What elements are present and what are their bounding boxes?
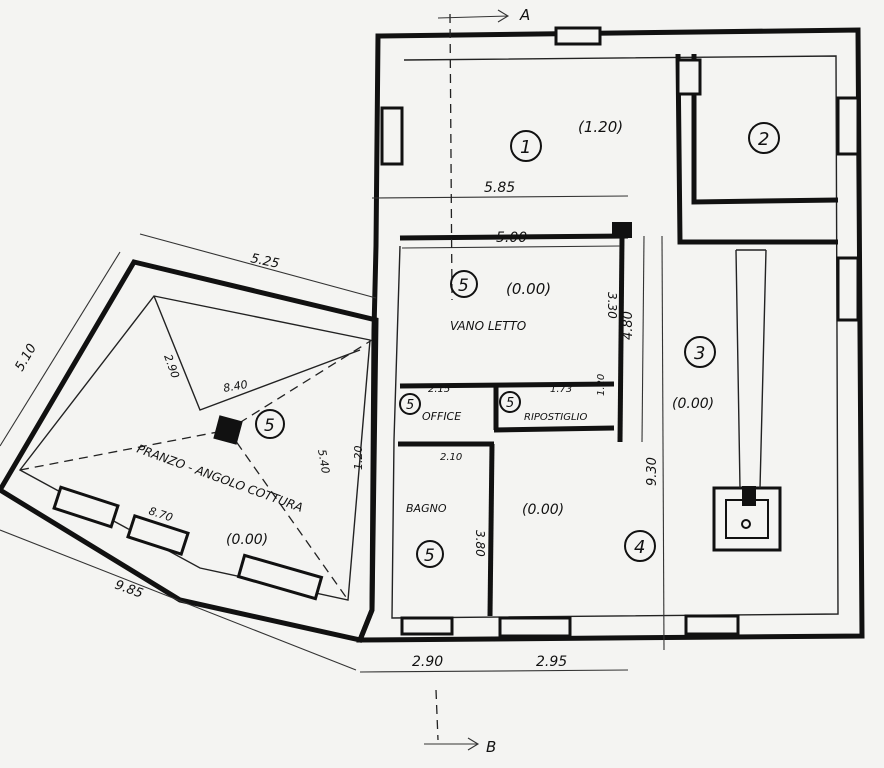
dim-line-525 — [139, 233, 377, 299]
section-b-label: B — [486, 738, 496, 756]
dim-line-930 — [661, 235, 665, 651]
dim-500: 5.00 — [496, 230, 527, 246]
central-column — [213, 415, 243, 445]
wall-room1-room2 — [675, 53, 838, 245]
vano-letto-level: (0.00) — [506, 280, 551, 298]
dim-330: 3.30 — [605, 292, 619, 319]
window-top — [554, 26, 602, 46]
bagno-circle — [416, 540, 444, 568]
room-4-level: (0.00) — [522, 502, 564, 518]
dim-930: 9.30 — [645, 457, 660, 486]
room-3-circle — [684, 336, 716, 368]
window-bottom-1 — [400, 616, 454, 636]
dim-line-bottom — [359, 669, 629, 673]
wall-room1-bottom — [399, 233, 629, 241]
dim-line-585 — [371, 195, 629, 199]
dim-525: 5.25 — [249, 251, 280, 272]
dining-ceiling-diagonal-3 — [227, 429, 349, 601]
window-bottom-3 — [684, 614, 740, 636]
exterior-wall-main-inner — [391, 55, 839, 619]
vano-letto-circle — [450, 270, 478, 298]
wall-vano-letto-right — [617, 237, 625, 443]
section-arrow-a — [437, 9, 510, 23]
window-dining-2 — [126, 513, 190, 557]
dim-line-480 — [641, 235, 645, 443]
vano-letto-number: 5 — [458, 276, 469, 296]
wall-ripostiglio — [493, 425, 615, 433]
room-4-number: 4 — [634, 537, 645, 558]
office-number: 5 — [406, 398, 414, 413]
dim-480: 4.80 — [621, 311, 636, 340]
wall-room2-bottom — [691, 54, 839, 205]
pranzo-circle — [255, 409, 285, 439]
exterior-wall-dining — [0, 259, 379, 643]
office-name: OFFICE — [422, 410, 461, 423]
office-circle — [399, 393, 421, 415]
window-right-2 — [836, 256, 860, 322]
dim-295: 2.95 — [536, 654, 567, 670]
room-2-number: 2 — [758, 129, 769, 150]
window-left — [380, 106, 404, 166]
pranzo-name: PRANZO - ANGOLO COTTURA — [135, 442, 305, 515]
dim-120: 1.20 — [596, 374, 607, 396]
room-4-circle — [624, 530, 656, 562]
dim-985: 9.85 — [113, 578, 145, 602]
fireplace — [712, 249, 782, 552]
section-a-label: A — [519, 6, 530, 24]
window-bottom-2 — [498, 616, 572, 638]
window-dining-1 — [52, 485, 120, 529]
dim-540: 5.40 — [315, 448, 332, 474]
room-2-circle — [748, 122, 780, 154]
dim-173: 1.73 — [550, 384, 572, 395]
dining-ceiling-diagonal-1 — [153, 295, 361, 411]
bagno-name: BAGNO — [406, 502, 447, 515]
dim-line-510 — [0, 251, 121, 447]
pranzo-number: 5 — [264, 416, 275, 436]
dim-840: 8.40 — [222, 378, 248, 395]
dim-line-985 — [0, 529, 357, 671]
ripostiglio-name: RIPOSTIGLIO — [524, 412, 587, 423]
dim-210: 2.10 — [440, 452, 462, 463]
dim-510: 5.10 — [12, 341, 39, 374]
room-1-number: 1 — [520, 137, 531, 158]
window-dining-3 — [236, 553, 324, 601]
dim-380: 3.80 — [473, 530, 487, 557]
room-3-level: (0.00) — [672, 396, 714, 412]
dim-215: 2.15 — [428, 384, 450, 395]
section-line-b — [435, 689, 439, 741]
wall-office — [399, 381, 615, 389]
section-arrow-b — [424, 737, 480, 751]
ripostiglio-circle — [499, 391, 521, 413]
vano-letto-name: VANO LETTO — [450, 319, 526, 333]
door-room2 — [676, 58, 702, 96]
dim-line-500 — [401, 245, 621, 249]
column-block — [612, 222, 632, 238]
section-line-a — [449, 13, 453, 301]
room-3-number: 3 — [694, 343, 705, 364]
bagno-number: 5 — [424, 546, 435, 566]
dim-120b: 1.20 — [352, 446, 365, 471]
room-1-circle — [510, 130, 542, 162]
ripostiglio-number: 5 — [506, 396, 514, 411]
wall-bagno-right — [487, 443, 495, 617]
exterior-wall-dining-inner — [18, 295, 371, 601]
dim-585: 5.85 — [484, 180, 515, 196]
window-right-1 — [836, 96, 860, 156]
pranzo-level: (0.00) — [226, 532, 268, 548]
room-1-level: (1.20) — [578, 118, 623, 136]
dim-290: 2.90 — [412, 654, 443, 670]
